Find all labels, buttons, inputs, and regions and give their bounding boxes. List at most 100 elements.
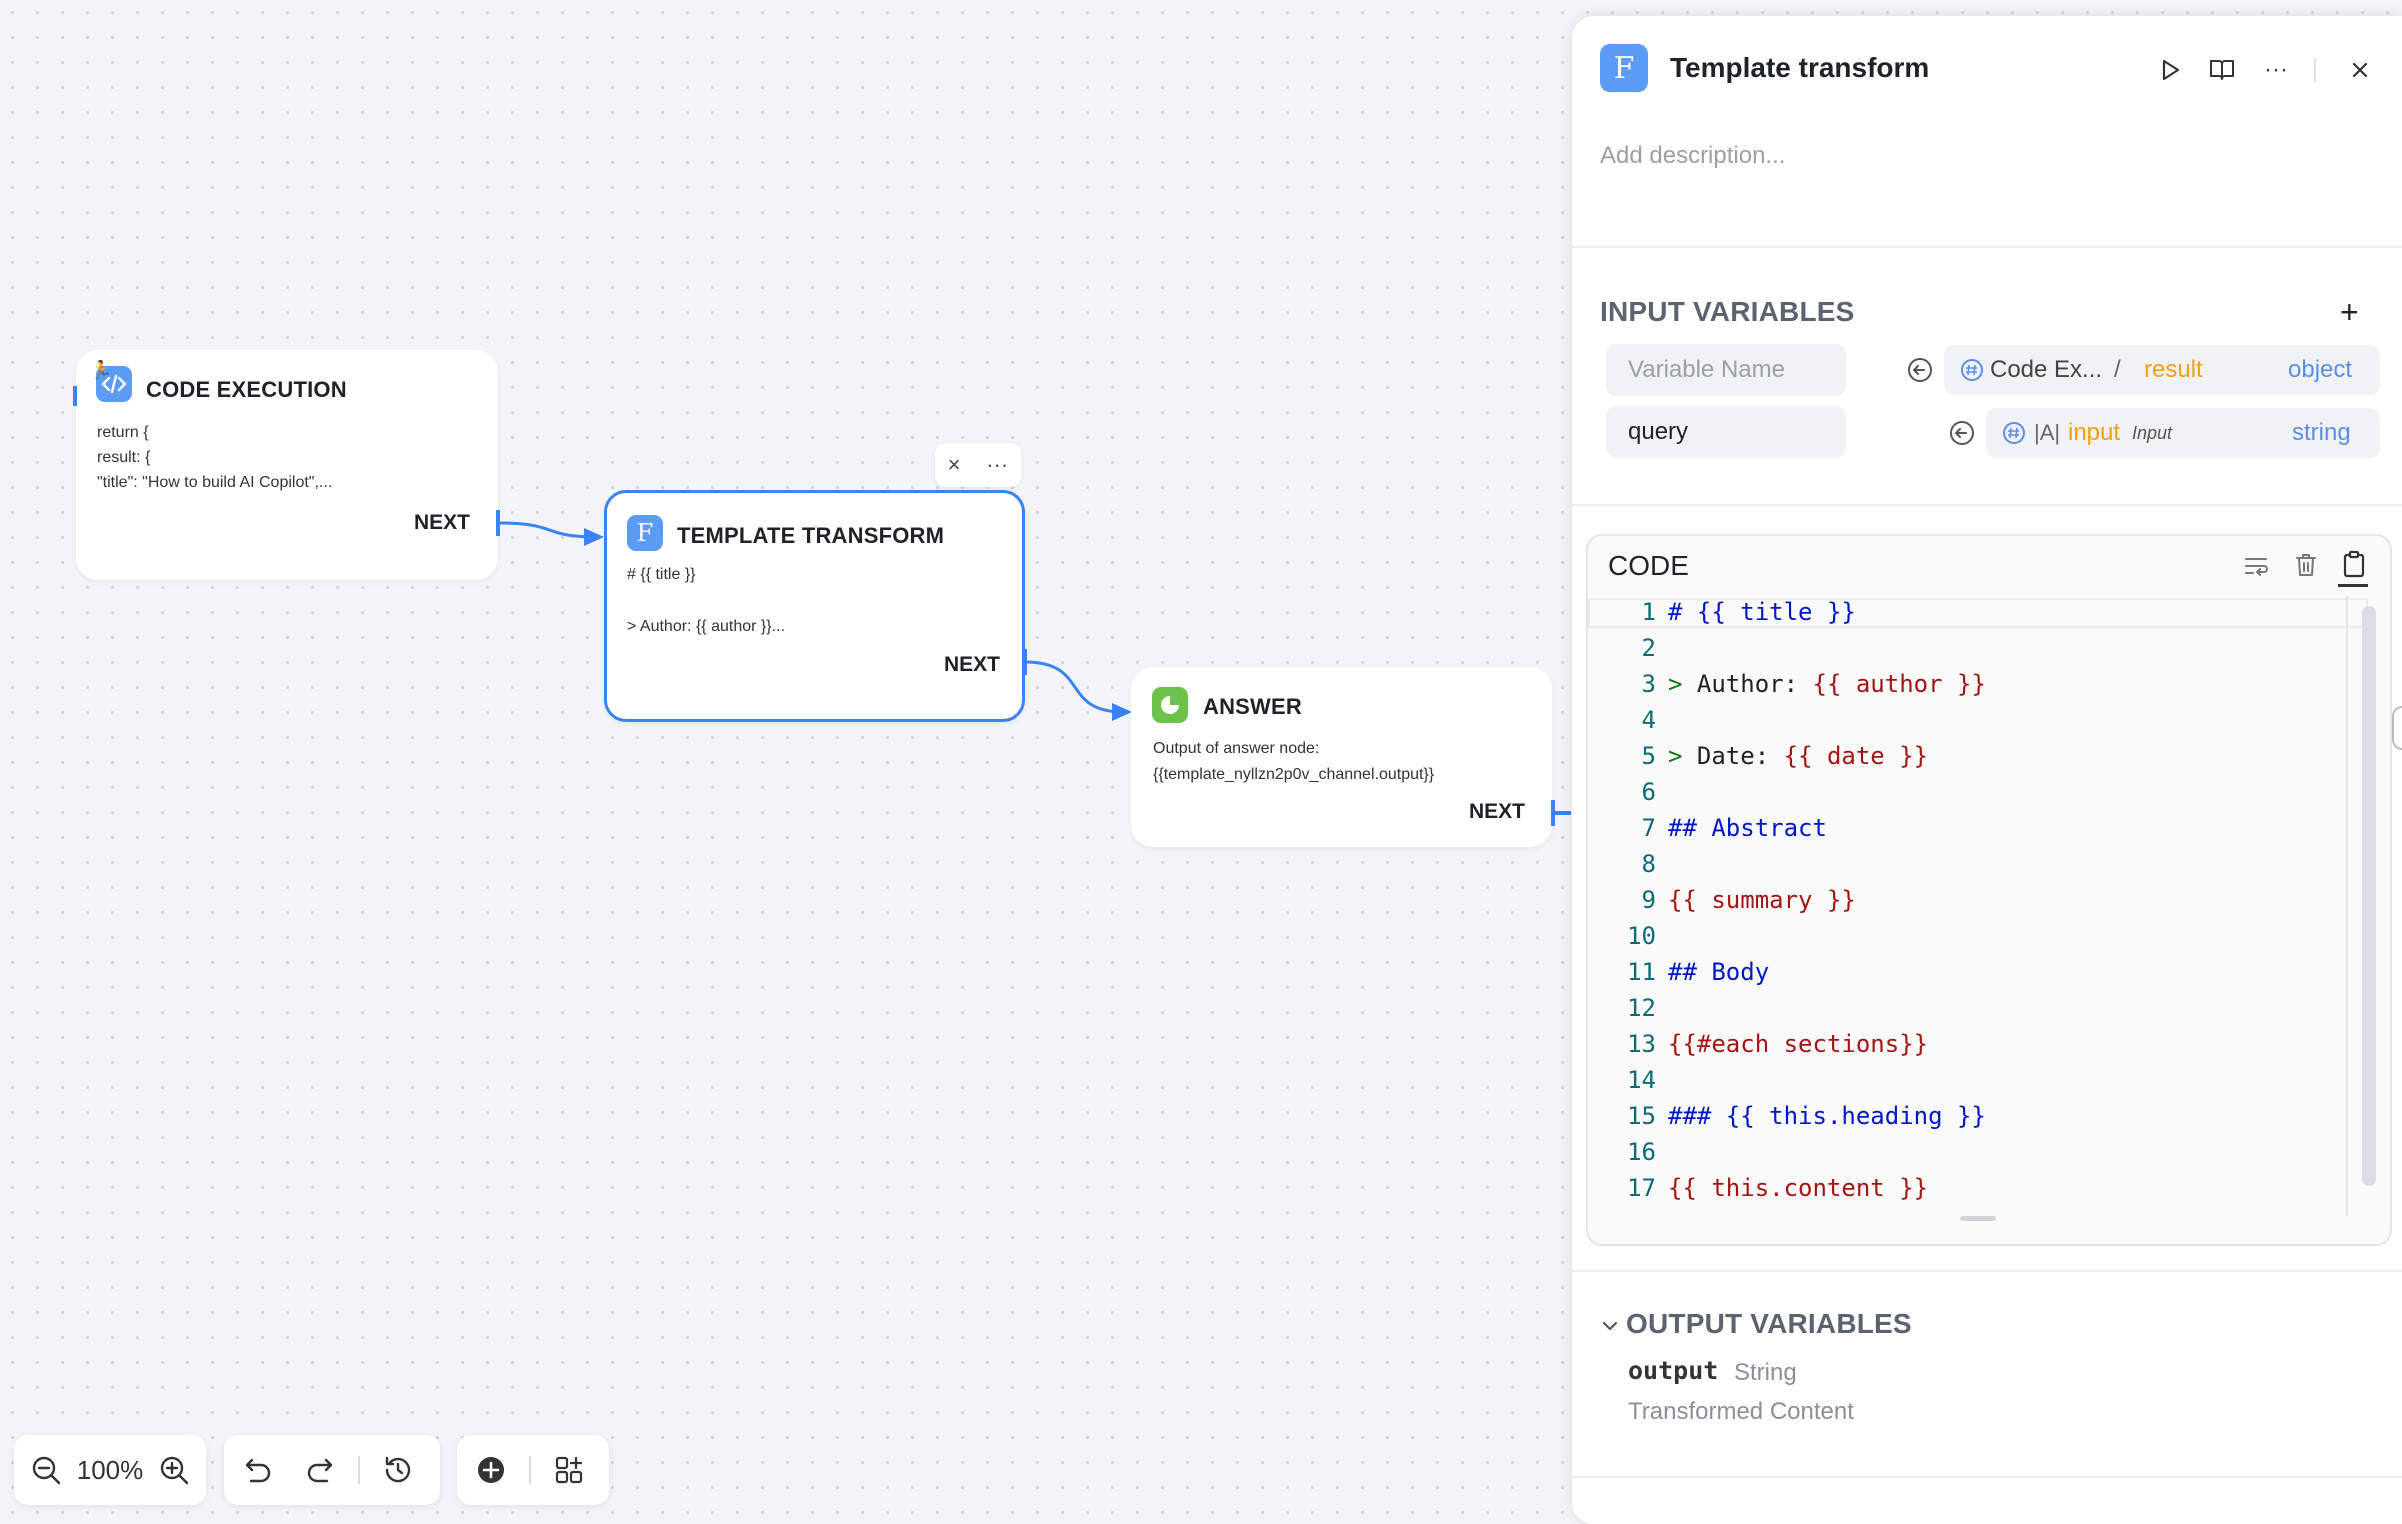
line-number: 14 [1588, 1066, 1656, 1094]
line-number: 1 [1588, 598, 1656, 626]
clear-code-button[interactable] [2294, 552, 2318, 583]
node-title: CODE EXECUTION [146, 377, 347, 403]
output-handle[interactable] [496, 510, 500, 536]
more-options-button[interactable]: ··· [2256, 50, 2296, 90]
panel-title[interactable]: Template transform [1670, 52, 1929, 84]
output-variable-description: Transformed Content [1628, 1398, 1854, 1426]
node-template-transform[interactable]: F TEMPLATE TRANSFORM # {{ title }} > Aut… [604, 490, 1025, 722]
variable-hash-icon [2002, 421, 2026, 445]
answer-icon [1152, 687, 1188, 723]
code-token: Date: [1697, 742, 1784, 770]
output-handle-stub [1551, 811, 1571, 815]
zoom-out-button[interactable] [22, 1444, 71, 1496]
add-variable-button[interactable]: + [2340, 294, 2359, 331]
code-line[interactable]: ## Abstract [1668, 814, 1827, 850]
history-controls [224, 1435, 440, 1505]
output-variable-type: String [1734, 1359, 1797, 1387]
more-options-button[interactable]: ··· [986, 452, 1008, 478]
undo-icon [243, 1455, 273, 1485]
node-title: ANSWER [1203, 694, 1302, 720]
path-separator: / [2114, 356, 2121, 384]
variable-reference-selector[interactable]: Code Ex... / result object [1944, 345, 2380, 395]
wrap-lines-button[interactable] [2244, 554, 2270, 583]
variable-type: object [2288, 356, 2352, 384]
zoom-controls: 100% [14, 1435, 206, 1505]
code-token: {{#each sections}} [1668, 1030, 1928, 1058]
node-title: TEMPLATE TRANSFORM [677, 523, 944, 549]
close-icon [2351, 61, 2369, 79]
variable-name-input[interactable]: Variable Name [1606, 344, 1846, 396]
line-number: 15 [1588, 1102, 1656, 1130]
output-variable-name: output [1628, 1356, 1718, 1385]
node-preview-line: Output of answer node: [1153, 740, 1319, 758]
editor-scrollbar[interactable] [2362, 606, 2376, 1186]
code-line[interactable]: # {{ title }} [1668, 598, 1856, 634]
line-number: 4 [1588, 706, 1656, 734]
code-token: ## Body [1668, 958, 1769, 986]
line-number: 17 [1588, 1174, 1656, 1202]
history-button[interactable] [372, 1444, 424, 1496]
line-number: 5 [1588, 742, 1656, 770]
code-line[interactable]: {{#each sections}} [1668, 1030, 1928, 1066]
code-editor[interactable]: CODE 1# {{ title }}23> Author: {{ author… [1586, 534, 2392, 1246]
source-field-label: Input [2132, 423, 2172, 444]
wrap-icon [2244, 554, 2270, 578]
line-number: 6 [1588, 778, 1656, 806]
line-number: 11 [1588, 958, 1656, 986]
history-icon [382, 1454, 414, 1486]
line-number: 3 [1588, 670, 1656, 698]
copy-code-button[interactable] [2342, 550, 2366, 583]
code-token: Author: [1697, 670, 1813, 698]
zoom-out-icon [31, 1455, 61, 1485]
running-icon: 🏃 [90, 360, 112, 381]
next-label: NEXT [414, 511, 470, 535]
resize-handle[interactable] [1960, 1216, 1996, 1221]
source-field-name: result [2144, 356, 2203, 384]
zoom-in-button[interactable] [149, 1444, 198, 1496]
redo-button[interactable] [294, 1444, 346, 1496]
code-token: {{ author }} [1813, 670, 1986, 698]
node-answer[interactable]: ANSWER Output of answer node: {{template… [1131, 667, 1552, 847]
add-node-button[interactable] [465, 1444, 517, 1496]
undo-button[interactable] [232, 1444, 284, 1496]
next-label: NEXT [1469, 800, 1525, 824]
description-input[interactable]: Add description... [1600, 142, 1785, 170]
plus-circle-icon [476, 1455, 506, 1485]
output-variables-title[interactable]: OUTPUT VARIABLES [1626, 1308, 1912, 1340]
variable-reference-selector[interactable]: |A| input Input string [1986, 408, 2380, 458]
code-line[interactable]: > Author: {{ author }} [1668, 670, 1986, 706]
run-button[interactable] [2150, 50, 2190, 90]
edge-arrow-answer [1112, 703, 1132, 721]
code-section-title: CODE [1608, 550, 1689, 582]
code-line[interactable]: > Date: {{ date }} [1668, 742, 1928, 778]
book-icon [2209, 58, 2235, 82]
variable-name-input[interactable]: query [1606, 406, 1846, 458]
edge-arrow-template [584, 528, 604, 546]
node-code-execution[interactable]: 🏃 CODE EXECUTION return { result: { "tit… [76, 350, 498, 580]
docs-button[interactable] [2202, 50, 2242, 90]
code-line[interactable]: ## Body [1668, 958, 1769, 994]
code-token: > [1668, 742, 1697, 770]
grid-layout-icon [554, 1455, 584, 1485]
node-preview-line: return { [97, 424, 149, 442]
input-handle[interactable] [73, 386, 77, 406]
line-number: 9 [1588, 886, 1656, 914]
header-divider [2314, 58, 2316, 82]
code-line[interactable]: {{ this.content }} [1668, 1174, 1928, 1210]
chevron-down-icon[interactable] [1600, 1316, 1620, 1336]
zoom-in-icon [159, 1455, 189, 1485]
edge-template-to-answer [1025, 662, 1124, 712]
output-handle[interactable] [1023, 649, 1027, 675]
close-node-button[interactable]: × [948, 452, 961, 478]
line-number: 10 [1588, 922, 1656, 950]
code-line[interactable]: {{ summary }} [1668, 886, 1856, 922]
code-line[interactable]: ### {{ this.heading }} [1668, 1102, 1986, 1138]
section-divider [1572, 246, 2402, 248]
panel-resize-handle[interactable] [2392, 706, 2402, 750]
variable-type: string [2292, 419, 2351, 447]
close-panel-button[interactable] [2340, 50, 2380, 90]
layout-button[interactable] [543, 1444, 595, 1496]
line-number: 7 [1588, 814, 1656, 842]
edge-code-to-template [498, 523, 598, 537]
active-tab-indicator [2338, 584, 2368, 587]
